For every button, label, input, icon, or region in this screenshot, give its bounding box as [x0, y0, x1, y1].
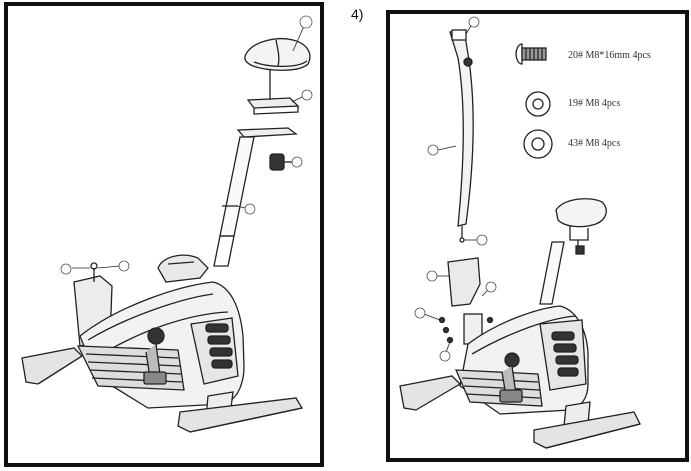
callout-circle	[439, 350, 451, 362]
callout-circle	[485, 281, 497, 293]
frame-drawing	[454, 305, 589, 415]
callout-circle	[468, 16, 480, 28]
step-number: 4)	[351, 6, 364, 22]
right-diagram-panel: 20# M8*16mm 4pcs 19# M8 4pcs 43# M8 4pcs	[386, 10, 689, 462]
handlebar-drawing	[157, 254, 209, 283]
callout-circle	[427, 144, 439, 156]
washer-icon	[525, 91, 551, 117]
washer-icon	[523, 129, 553, 159]
callout-circle	[426, 270, 438, 282]
seat-drawing	[244, 38, 311, 86]
hardware-label-washer-19: 19# M8 4pcs	[568, 98, 621, 109]
callout-circle	[118, 260, 130, 272]
bike-exploded-view-left	[21, 15, 313, 433]
screw-drawing	[90, 262, 98, 282]
rear-stabilizer-drawing	[177, 391, 304, 433]
seat-drawing	[555, 198, 607, 255]
callout-circle	[414, 307, 426, 319]
front-cover-drawing	[447, 257, 481, 307]
handlebar-post-drawing	[449, 29, 474, 243]
bike-exploded-view-right	[399, 16, 641, 449]
callout-circle	[60, 263, 72, 275]
seat-slider-drawing	[236, 86, 300, 138]
callout-circle	[244, 203, 256, 215]
left-diagram-panel	[4, 2, 324, 467]
front-stabilizer-drawing	[399, 375, 462, 411]
seat-post-drawing	[213, 136, 255, 267]
frame-drawing	[76, 281, 245, 409]
rear-stabilizer-drawing	[533, 401, 641, 449]
seat-post-drawing	[539, 241, 565, 305]
callout-circle	[301, 89, 313, 101]
callout-circle	[291, 156, 303, 168]
bolt-icon	[515, 43, 547, 65]
callout-circle	[476, 234, 488, 246]
front-stabilizer-drawing	[21, 347, 84, 385]
hardware-label-bolt: 20# M8*16mm 4pcs	[568, 50, 651, 61]
hardware-label-washer-43: 43# M8 4pcs	[568, 138, 621, 149]
callout-circle	[299, 15, 313, 29]
